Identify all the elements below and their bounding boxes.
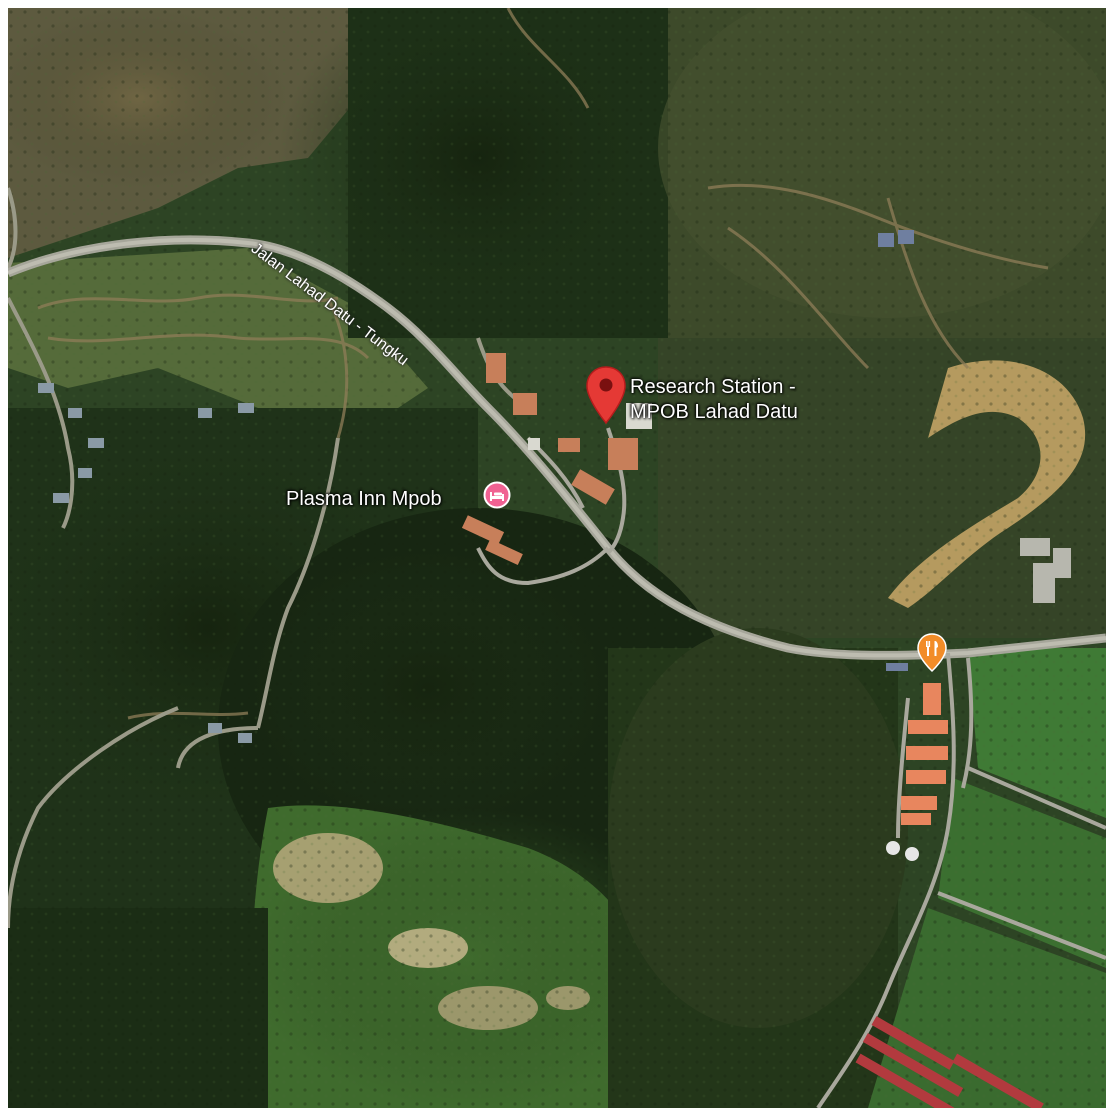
place-label-plasma-inn[interactable]: Plasma Inn Mpob — [286, 488, 442, 510]
place-label-line2: MPOB Lahad Datu — [630, 401, 798, 423]
place-label-line1: Research Station - — [630, 376, 796, 398]
satellite-map[interactable]: Jalan Lahad Datu - Tungku Research Stati… — [8, 8, 1106, 1108]
red-location-pin-icon — [586, 366, 626, 425]
place-label-research-station[interactable]: Research Station - MPOB Lahad Datu — [630, 375, 798, 425]
satellite-imagery — [8, 8, 1106, 1108]
